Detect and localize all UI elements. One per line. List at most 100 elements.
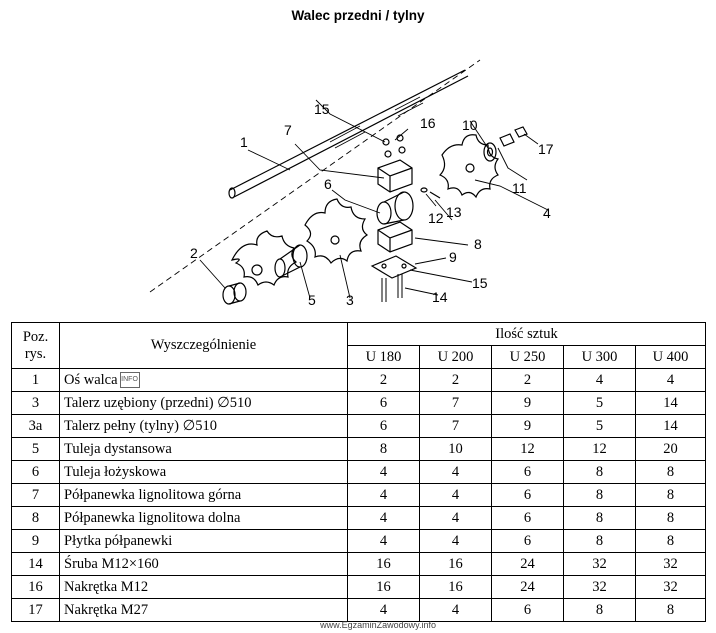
bearing-block-lower (377, 221, 413, 253)
cell-qty: 16 (419, 552, 492, 576)
header-model: U 180 (347, 345, 420, 369)
cell-qty: 9 (491, 414, 564, 438)
callout-4: 4 (543, 205, 551, 221)
cell-qty: 4 (419, 529, 492, 553)
cell-qty: 7 (419, 391, 492, 415)
cell-qty: 32 (634, 575, 707, 599)
cell-qty: 4 (634, 368, 707, 392)
cell-qty: 5 (563, 391, 636, 415)
cell-qty: 4 (419, 506, 492, 530)
callout-5: 5 (308, 292, 316, 308)
cell-poz: 16 (11, 575, 60, 599)
cell-qty: 8 (563, 598, 636, 622)
cell-qty: 4 (563, 368, 636, 392)
cell-name: Płytka półpanewki (59, 529, 348, 553)
cell-qty: 4 (347, 483, 420, 507)
disc-middle (304, 198, 369, 264)
bolts (381, 274, 403, 302)
table-row: 17 Nakrętka M27 4 4 6 8 8 (11, 598, 707, 622)
cell-name: Półpanewka lignolitowa dolna (59, 506, 348, 530)
cell-name: Tuleja łożyskowa (59, 460, 348, 484)
callout-3: 3 (346, 292, 354, 308)
cell-poz: 14 (11, 552, 60, 576)
cell-qty: 4 (347, 506, 420, 530)
table-row: 16 Nakrętka M12 16 16 24 32 32 (11, 575, 707, 599)
leader-lines (199, 99, 549, 299)
table-row: 14 Śruba M12×160 16 16 24 32 32 (11, 552, 707, 576)
cell-qty: 32 (563, 552, 636, 576)
grease-nipple (420, 187, 441, 199)
cell-qty: 24 (491, 575, 564, 599)
cell-poz: 9 (11, 529, 60, 553)
cell-qty: 16 (347, 575, 420, 599)
info-icon[interactable]: INFO (119, 372, 140, 389)
cell-qty: 8 (634, 506, 707, 530)
cell-qty: 6 (491, 483, 564, 507)
washer (483, 142, 497, 162)
cell-qty: 8 (634, 598, 707, 622)
cell-qty: 8 (563, 529, 636, 553)
bearing-block-upper (377, 159, 413, 193)
cell-qty: 2 (491, 368, 564, 392)
cell-qty: 4 (347, 529, 420, 553)
cell-qty: 6 (491, 460, 564, 484)
callout-7: 7 (284, 122, 292, 138)
header-model: U 300 (563, 345, 636, 369)
disc-lower-left (230, 230, 298, 286)
cell-qty: 14 (634, 414, 707, 438)
cell-poz: 1 (11, 368, 60, 392)
cell-qty: 20 (634, 437, 707, 461)
cell-qty: 10 (419, 437, 492, 461)
bearing-sleeve (376, 191, 414, 225)
cell-name: Nakrętka M12 (59, 575, 348, 599)
callout-17: 17 (538, 141, 554, 157)
cell-poz: 8 (11, 506, 60, 530)
cell-qty: 14 (634, 391, 707, 415)
callout-12: 12 (428, 210, 444, 226)
cell-qty: 8 (634, 483, 707, 507)
cell-qty: 8 (347, 437, 420, 461)
callout-2: 2 (190, 245, 198, 261)
nuts-upper (382, 134, 406, 158)
cell-qty: 2 (419, 368, 492, 392)
spacer-sleeve (274, 244, 308, 278)
callout-14: 14 (432, 289, 448, 305)
cell-name-text: Oś walca (64, 371, 118, 388)
callout-10: 10 (462, 117, 478, 133)
exploded-view-drawing: 1 2 3 4 5 6 7 8 9 10 11 12 13 14 15 15 1… (149, 59, 554, 308)
table-row: 5 Tuleja dystansowa 8 10 12 12 20 (11, 437, 707, 461)
cell-qty: 4 (419, 483, 492, 507)
cell-name: Półpanewka lignolitowa górna (59, 483, 348, 507)
footer-watermark: www.EgzaminZawodowy.info (320, 620, 436, 630)
cell-qty: 7 (419, 414, 492, 438)
header-model: U 250 (491, 345, 564, 369)
cell-qty: 6 (347, 391, 420, 415)
shaft-part (228, 69, 469, 199)
header-qty: Ilość sztuk (346, 322, 707, 346)
nut-m27 (499, 126, 528, 147)
cell-name: Talerz uzębiony (przedni) ∅510 (59, 391, 348, 415)
axis-centerline (149, 59, 481, 293)
table-row: 9 Płytka półpanewki 4 4 6 8 8 (11, 529, 707, 553)
cell-qty: 24 (491, 552, 564, 576)
cell-qty: 32 (634, 552, 707, 576)
table-row: 7 Półpanewka lignolitowa górna 4 4 6 8 8 (11, 483, 707, 507)
cell-qty: 8 (634, 529, 707, 553)
cell-qty: 6 (347, 414, 420, 438)
cell-name: Nakrętka M27 (59, 598, 348, 622)
cell-poz: 5 (11, 437, 60, 461)
table-row: 3 Talerz uzębiony (przedni) ∅510 6 7 9 5… (11, 391, 707, 415)
callout-1: 1 (240, 134, 248, 150)
cell-qty: 6 (491, 598, 564, 622)
callout-11: 11 (512, 180, 527, 196)
disc-right (438, 134, 500, 199)
cell-name: Śruba M12×160 (59, 552, 348, 576)
callout-6: 6 (324, 176, 332, 192)
table-row: 6 Tuleja łożyskowa 4 4 6 8 8 (11, 460, 707, 484)
cell-qty: 4 (419, 598, 492, 622)
cell-qty: 5 (563, 414, 636, 438)
header-model: U 400 (634, 345, 707, 369)
cell-qty: 4 (347, 460, 420, 484)
cell-qty: 12 (563, 437, 636, 461)
